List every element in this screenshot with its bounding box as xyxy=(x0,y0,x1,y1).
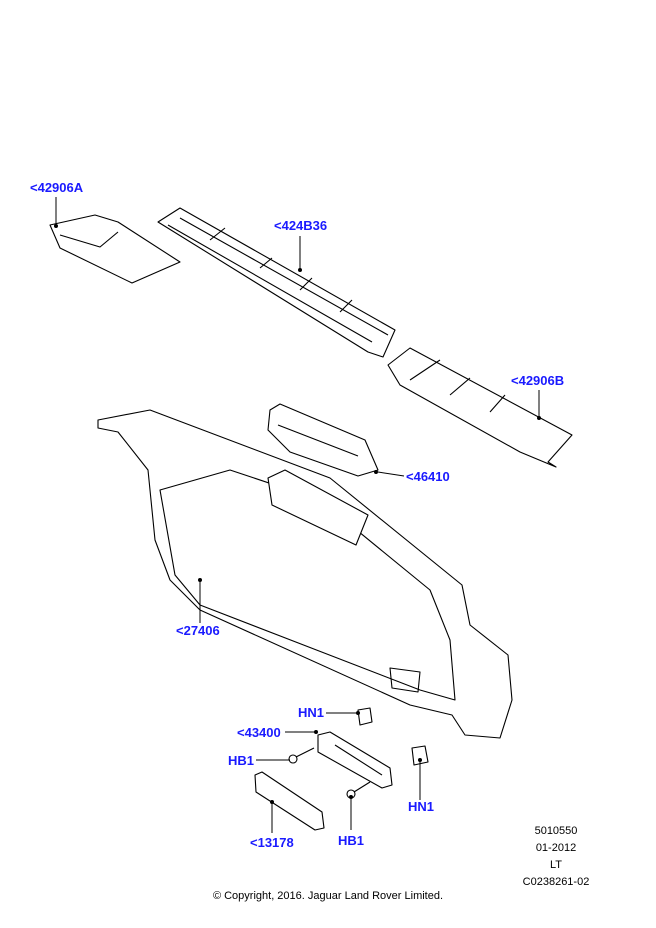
callout-43400[interactable]: <43400 xyxy=(237,725,281,740)
callout-42906b[interactable]: <42906B xyxy=(511,373,565,388)
callout-46410[interactable]: <46410 xyxy=(406,469,450,484)
meta-code: 5010550 xyxy=(534,825,578,837)
part-42906a-trim xyxy=(49,214,181,284)
meta-region: LT xyxy=(549,859,563,871)
part-46410-pad xyxy=(267,403,379,477)
part-13178-handle-cover xyxy=(254,771,325,831)
callout-424b36[interactable]: <424B36 xyxy=(274,218,328,233)
part-424b36-trim-panel xyxy=(157,207,396,358)
part-42906b-trim xyxy=(387,347,573,468)
part-27406-tailgate-trim xyxy=(97,409,513,739)
part-43400-bracket xyxy=(317,731,393,789)
leader-lines xyxy=(55,197,540,833)
callout-42906a[interactable]: <42906A xyxy=(30,180,84,195)
leader-dots xyxy=(54,224,541,804)
illustration-metadata: 5010550 01-2012 LT C0238261-02 xyxy=(510,823,602,891)
meta-illustration-id: C0238261-02 xyxy=(522,876,590,888)
copyright-text: © Copyright, 2016. Jaguar Land Rover Lim… xyxy=(212,890,444,902)
part-hn1-clip-top xyxy=(357,707,373,726)
callout-27406[interactable]: <27406 xyxy=(176,623,220,638)
part-hb1-bolt-left xyxy=(288,747,315,764)
part-hn1-clip-right xyxy=(411,745,429,766)
meta-date: 01-2012 xyxy=(535,842,577,854)
callout-13178[interactable]: <13178 xyxy=(250,835,294,850)
callout-hn1-right[interactable]: HN1 xyxy=(408,799,435,814)
callout-hn1-top[interactable]: HN1 xyxy=(298,705,325,720)
callout-hb1-left[interactable]: HB1 xyxy=(228,753,255,768)
callout-hb1-bottom[interactable]: HB1 xyxy=(338,833,365,848)
